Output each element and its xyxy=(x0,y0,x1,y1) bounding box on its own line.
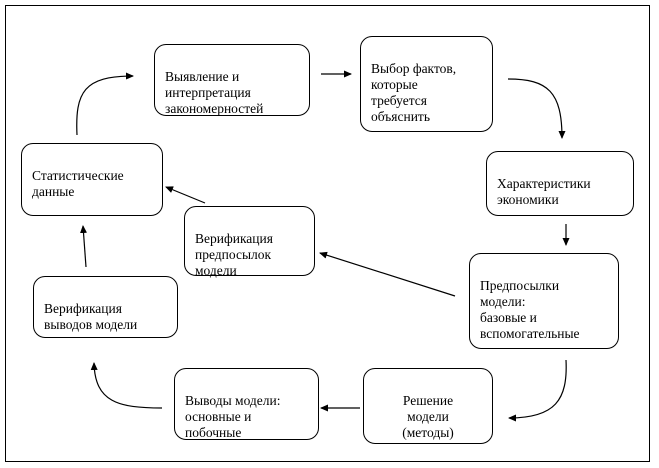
node-verify-premises-label: Верификация предпосылок модели xyxy=(195,231,273,278)
node-identify-patterns-label: Выявление и интерпретация закономерносте… xyxy=(165,69,264,116)
node-model-solution-label: Решение модели (методы) xyxy=(402,393,454,440)
node-verify-premises: Верификация предпосылок модели xyxy=(184,206,315,278)
arrow-conclusions-to-verify xyxy=(90,362,163,409)
arrow-premises-to-verify-premises xyxy=(319,251,456,297)
node-model-conclusions: Выводы модели: основные и побочные xyxy=(174,368,319,440)
node-identify-patterns: Выявление и интерпретация закономерносте… xyxy=(154,44,310,116)
node-economy-characteristics: Характеристики экономики xyxy=(486,151,634,216)
diagram-frame xyxy=(5,5,650,462)
node-model-solution: Решение модели (методы) xyxy=(363,368,493,444)
arrow-verify-to-statistics xyxy=(80,225,88,268)
node-select-facts-label: Выбор фактов, которые требуется объяснит… xyxy=(371,61,457,124)
arrow-verify-premises-to-statistics xyxy=(165,186,206,204)
node-verify-conclusions: Верификация выводов модели xyxy=(33,276,178,338)
node-statistical-data-label: Статистические данные xyxy=(32,168,124,199)
arrow-facts-to-economy xyxy=(507,78,566,139)
arrow-premises-to-solution xyxy=(508,359,567,422)
node-economy-characteristics-label: Характеристики экономики xyxy=(497,176,591,207)
node-statistical-data: Статистические данные xyxy=(21,143,163,216)
arrow-statistics-to-identify xyxy=(76,72,134,136)
node-select-facts: Выбор фактов, которые требуется объяснит… xyxy=(360,36,493,132)
node-model-conclusions-label: Выводы модели: основные и побочные xyxy=(185,393,281,440)
node-model-premises-label: Предпосылки модели: базовые и вспомогате… xyxy=(480,278,580,341)
node-model-premises: Предпосылки модели: базовые и вспомогате… xyxy=(469,253,619,349)
node-verify-conclusions-label: Верификация выводов модели xyxy=(44,301,138,332)
